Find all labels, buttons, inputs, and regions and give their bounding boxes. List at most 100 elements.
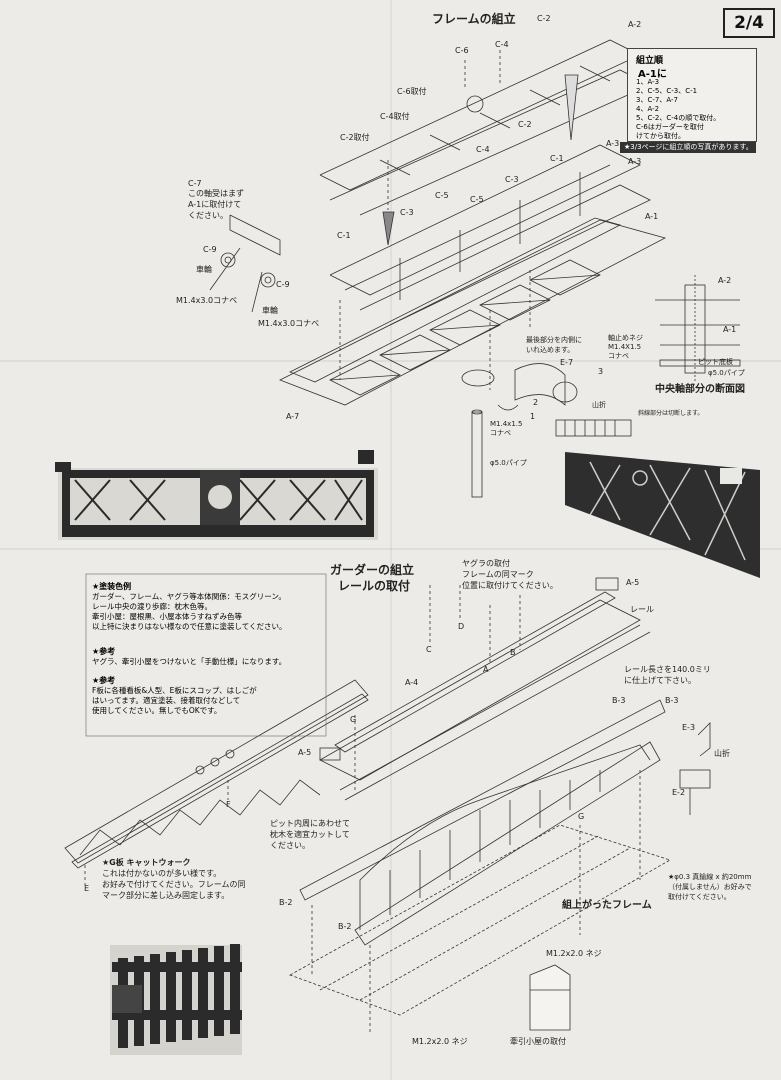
wire-note: ★φ0.3 真鍮線 x 約20mm （付属しません）お好みで 取付けてください。 — [668, 872, 752, 902]
hut-caption: 牽引小屋の取付 — [510, 1037, 566, 1046]
fold-label: 山折 — [714, 749, 730, 758]
note-line: フレームの同マーク — [462, 570, 534, 579]
notes-line: レール中央の渡り歩廊：枕木色等。 — [92, 602, 212, 611]
part-label: C — [426, 645, 432, 654]
note-line: M1.4x1.5 — [490, 420, 523, 428]
order-step: けてから取付。 — [636, 132, 685, 140]
note-line: 位置に取付けてください。 — [462, 581, 558, 590]
step-number: 1 — [530, 412, 536, 421]
note-line: ピット内周にあわせて — [270, 819, 350, 828]
paper-fold — [0, 548, 781, 550]
part-label: E — [84, 884, 90, 893]
order-step: 1、A-3 — [636, 78, 660, 86]
part-label: A-3 — [628, 157, 642, 166]
frame-exploded-view — [209, 39, 667, 406]
notes-line: 牽引小屋：屋根黒、小屋本体うすねずみ色等 — [92, 612, 242, 621]
part-label: C-4取付 — [380, 112, 410, 121]
center-axis-detail — [461, 363, 632, 498]
part-label: C-3 — [400, 208, 414, 217]
note-line: ★G板 キャットウォーク — [102, 858, 191, 867]
step-number: 2 — [533, 398, 539, 407]
cross-section-diagram — [655, 275, 741, 382]
part-label: C-2 — [537, 14, 551, 23]
part-label: B-2 — [338, 922, 352, 931]
c7-note: C-7 この軸受はまず A-1に取付けて ください。 — [188, 179, 244, 221]
order-step: 2、C-5、C-3、C-1 — [636, 87, 698, 95]
note-line: ください。 — [188, 211, 228, 220]
note-line: お好みで付けてください。フレームの同 — [102, 880, 246, 889]
part-label: E-3 — [682, 723, 696, 732]
bend-note: 最後部分を内側に いれ込めます。 — [526, 335, 582, 355]
rail-length-note: レール長さを140.0ミリ に仕上げて下さい。 — [624, 664, 711, 686]
girder-exploded-view — [289, 577, 671, 1035]
cross-section-caption: 中央軸部分の断面図 — [655, 384, 745, 395]
catwalk-note: ★G板 キャットウォーク これは付かないのが多い様です。 お好みで付けてください… — [102, 857, 246, 901]
assembly-order-box: 組立順 A-1に 1、A-3 2、C-5、C-3、C-1 3、C-7、A-7 4… — [627, 48, 757, 142]
note-line: コナベ — [608, 352, 629, 360]
note-line: 軸止めネジ — [608, 334, 643, 342]
pit-floor-label: ピット底板 — [698, 358, 733, 366]
axis-screw-label: M1.4x1.5 コナベ — [490, 420, 522, 438]
order-heading: 組立順 — [636, 56, 664, 66]
note-line: ヤグラの取付 — [462, 559, 510, 568]
notes-line: はいってます。適宜塗装、接着取付などして — [92, 696, 241, 705]
part-label: E-2 — [672, 788, 686, 797]
part-label: C-9 — [203, 245, 217, 254]
part-label: C-1 — [337, 231, 351, 240]
note-line: に仕上げて下さい。 — [624, 676, 696, 685]
order-subheading: A-1に — [638, 69, 667, 80]
part-label: A-3 — [606, 139, 620, 148]
notes-heading: ★参考 — [92, 676, 116, 685]
part-label: 車輪 — [262, 306, 278, 315]
part-label: F — [226, 800, 231, 809]
notes-heading: ★参考 — [92, 647, 116, 656]
screw-label: M1.2x2.0 ネジ — [412, 1037, 468, 1046]
frame-assembly-title: フレームの組立 — [432, 12, 516, 26]
part-label: A-1 — [723, 325, 737, 334]
note-line: いれ込めます。 — [526, 346, 575, 354]
paper-fold — [390, 0, 392, 1080]
part-label: 車輪 — [196, 265, 212, 274]
girder-assembly-title: ガーダーの組立 — [330, 563, 415, 577]
part-label: G — [350, 715, 357, 724]
note-line: 枕木を適宜カットして — [270, 830, 350, 839]
notes-line: ヤグラ、牽引小屋をつけないと「手動仕様」になります。 — [92, 657, 287, 666]
rail-label: レール — [630, 605, 654, 614]
screw-label: M1.4x3.0コナベ — [258, 319, 320, 328]
notes-line: 使用してください。無しでもOKです。 — [92, 706, 222, 715]
screw-label: M1.2x2.0 ネジ — [546, 949, 602, 958]
note-line: ★φ0.3 真鍮線 x 約20mm — [668, 873, 752, 881]
part-label: C-6 — [455, 46, 469, 55]
step-number: 3 — [598, 367, 604, 376]
yagura-note: ヤグラの取付 フレームの同マーク 位置に取付けてください。 — [462, 558, 558, 591]
note-line: A-1に取付けて — [188, 200, 242, 209]
painting-notes: ★塗装色例 ガーダー、フレーム、ヤグラ等本体関係：モスグリーン。 レール中央の渡… — [92, 578, 324, 738]
photo-track-sleepers — [110, 944, 242, 1055]
part-label: G — [578, 812, 585, 821]
part-label: E-7 — [560, 358, 574, 367]
order-steps: 1、A-3 2、C-5、C-3、C-1 3、C-7、A-7 4、A-2 5、C-… — [636, 78, 720, 141]
note-line: マーク部分に差し込み固定します。 — [102, 891, 230, 900]
notes-line: F板に各種看板&人型、E板にスコップ、はしごが — [92, 686, 257, 695]
order-step: 3、C-7、A-7 — [636, 96, 678, 104]
part-label: A-4 — [405, 678, 419, 687]
part-label: C-4 — [476, 145, 490, 154]
fold-label: 山折 — [592, 401, 606, 409]
notes-frame — [85, 573, 327, 737]
part-label: D — [458, 622, 465, 631]
note-line: C-7 — [188, 179, 202, 188]
part-label: A — [483, 665, 489, 674]
pipe-label: φ5.0パイプ — [490, 459, 527, 467]
note-line: ください。 — [270, 841, 310, 850]
note-line: M1.4X1.5 — [608, 343, 642, 351]
order-step: 4、A-2 — [636, 105, 660, 113]
part-label: A-5 — [626, 578, 640, 587]
part-label: C-5 — [435, 191, 449, 200]
order-step: 5、C-2、C-4の順で取付。 — [636, 114, 721, 122]
pit-note: ピット内周にあわせて 枕木を適宜カットして ください。 — [270, 818, 350, 851]
notes-line: 以上特に決まりはない様なので任意に塗装してください。 — [92, 622, 287, 631]
part-label: B — [510, 648, 516, 657]
small-parts-e2-e3 — [679, 722, 711, 815]
